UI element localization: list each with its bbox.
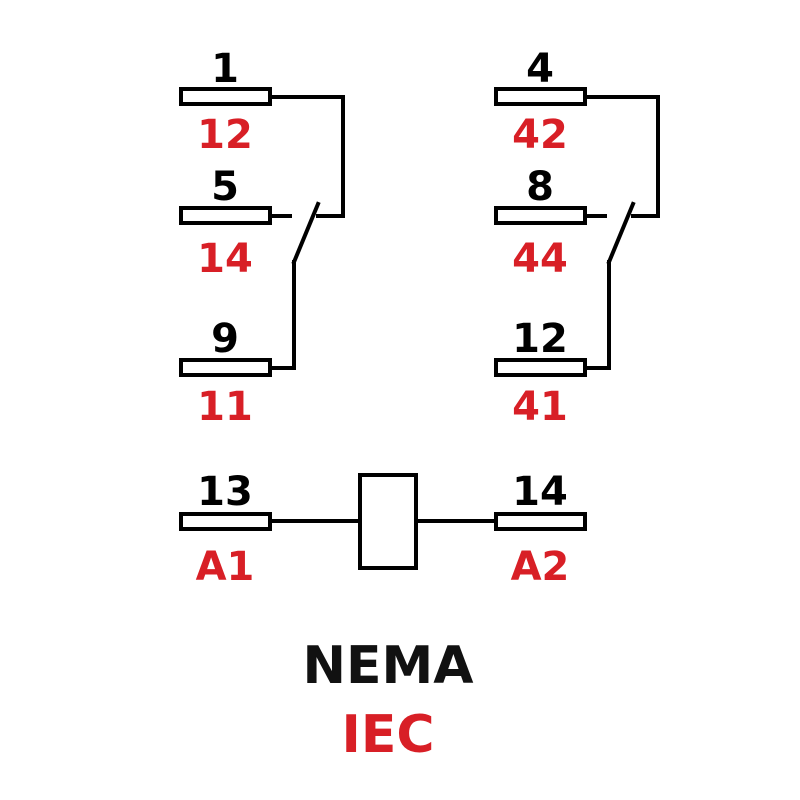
pin-14-iec-label: A2 [511,544,570,590]
legend-iec-label: IEC [341,705,434,765]
pin-12-wire [583,260,611,370]
pin-1-wire [268,95,345,218]
legend-nema-label: NEMA [302,636,473,696]
pin-9-iec-label: 11 [197,384,253,430]
pin-1-iec-label: 12 [197,112,253,158]
pin-5-iec-label: 14 [197,236,253,282]
contact-group-left: 1 12 5 14 9 11 [179,46,345,430]
pin-4-wire [583,95,660,218]
contact-group-right: 4 42 8 44 12 41 [494,46,660,430]
pin-4-iec-label: 42 [512,112,568,158]
legend: NEMA IEC [302,636,473,765]
pin-13-nema-label: 13 [197,469,253,515]
pin-12-iec-label: 41 [512,384,568,430]
pin-1-nema-label: 1 [211,46,239,92]
pin-4-nema-label: 4 [526,46,554,92]
coil-group: 13 A1 14 A2 [179,469,587,590]
pin-5-terminal [179,206,272,225]
pin-12-nema-label: 12 [512,316,568,362]
pin-13-terminal [179,512,272,531]
pin-4-terminal [494,87,587,106]
pin-9-nema-label: 9 [211,316,239,362]
pin-5-nema-label: 5 [211,164,239,210]
pin-8-iec-label: 44 [512,236,568,282]
coil-symbol [358,473,418,570]
pin-8-nema-label: 8 [526,164,554,210]
switch-blade-left [291,201,321,265]
pin-8-terminal [494,206,587,225]
pin-1-terminal [179,87,272,106]
switch-blade-right [606,201,636,265]
pin-13-iec-label: A1 [196,544,255,590]
pin-9-terminal [179,358,272,377]
pin-12-terminal [494,358,587,377]
pin-9-wire [268,260,296,370]
pin-14-terminal [494,512,587,531]
pin-14-nema-label: 14 [512,469,568,515]
